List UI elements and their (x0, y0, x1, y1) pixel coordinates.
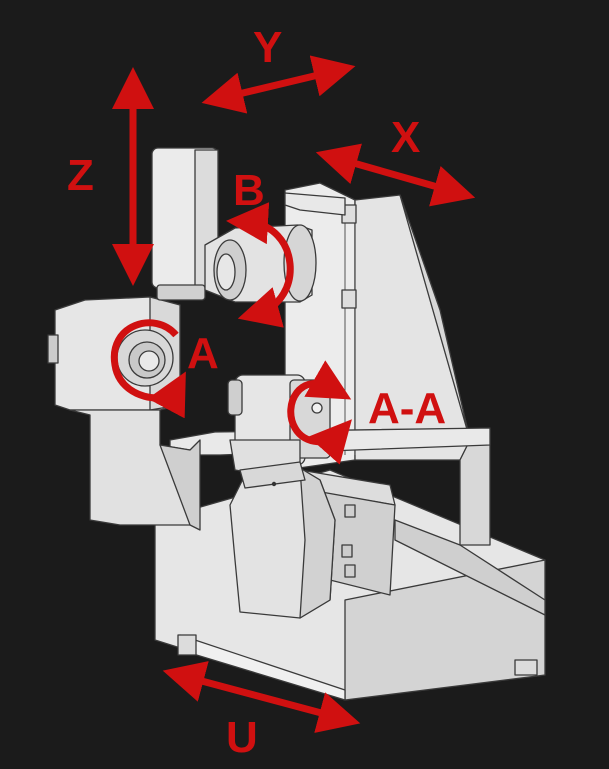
axis-arrows (110, 55, 476, 733)
y-axis-arrow (201, 55, 356, 114)
label-aa: A-A (368, 384, 446, 433)
label-x: X (391, 113, 420, 162)
label-b: B (233, 166, 265, 215)
axis-labels: Y X Z B A A-A U (67, 23, 446, 762)
label-y: Y (253, 23, 282, 72)
x-axis-arrow (315, 143, 476, 207)
label-a: A (187, 329, 219, 378)
a-rotation-arrow (110, 319, 186, 419)
lower-tilt-head (229, 461, 353, 619)
label-z: Z (67, 151, 94, 200)
b-rotation-arrow (226, 202, 294, 328)
label-u: U (226, 713, 258, 762)
aa-rotation-arrow (287, 360, 352, 465)
u-axis-arrow (162, 661, 361, 733)
